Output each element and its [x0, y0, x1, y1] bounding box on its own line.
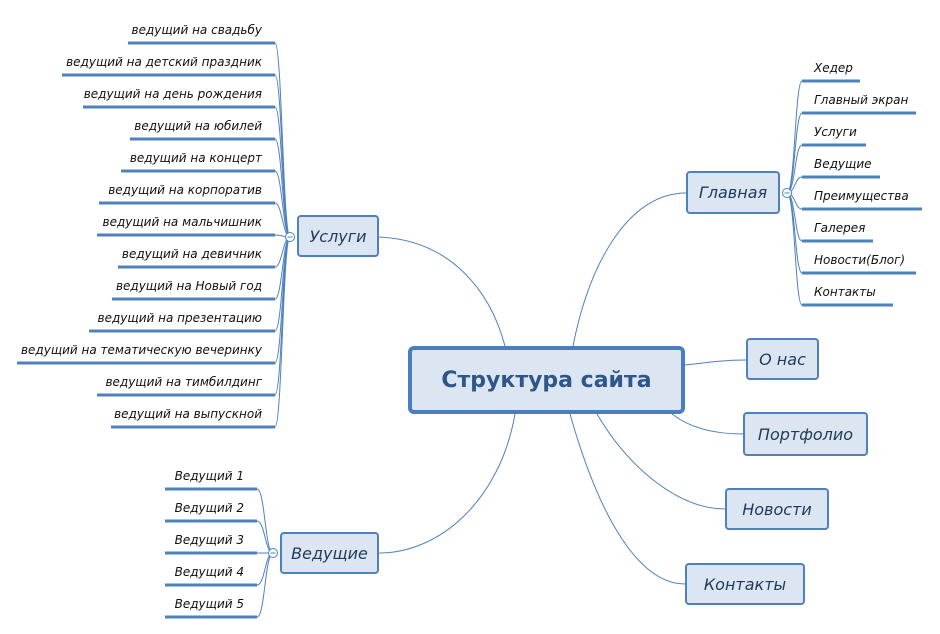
leaf-item[interactable]: ведущий на свадьбу — [131, 23, 262, 37]
leaf-connector — [274, 236, 291, 428]
node-uslugi[interactable]: Услуги — [297, 215, 379, 257]
leaf-connector — [256, 488, 274, 554]
leaf-connector — [256, 520, 274, 554]
leaf-item[interactable]: Ведущие — [814, 157, 872, 171]
leaf-item[interactable]: ведущий на корпоратив — [108, 183, 262, 197]
leaf-item[interactable]: ведущий на тематическую вечеринку — [20, 343, 262, 357]
leaf-item[interactable]: ведущий на мальчишник — [102, 215, 263, 229]
node-portfolio[interactable]: Портфолио — [743, 412, 868, 456]
leaf-connector — [274, 236, 291, 396]
branch-kontakty — [569, 413, 686, 585]
node-kontakty[interactable]: Контакты — [685, 563, 805, 605]
node-glavnaya[interactable]: Главная — [686, 171, 780, 214]
leaf-item[interactable]: Хедер — [814, 61, 853, 75]
leaf-connector — [786, 112, 803, 194]
leaf-item[interactable]: Главный экран — [814, 93, 909, 107]
leaf-item[interactable]: Ведущий 2 — [174, 501, 244, 515]
leaf-item[interactable]: Контакты — [814, 285, 876, 299]
branch-vedushchie — [378, 413, 516, 554]
branch-novosti — [596, 413, 726, 510]
leaf-connector — [256, 552, 274, 618]
leaf-item[interactable]: ведущий на тимбилдинг — [105, 375, 262, 389]
leaf-item[interactable]: ведущий на Новый год — [115, 279, 262, 293]
leaf-item[interactable]: Ведущий 1 — [174, 469, 244, 483]
leaf-item[interactable]: Преимущества — [814, 189, 909, 203]
leaf-item[interactable]: Галерея — [814, 221, 866, 235]
node-o-nas[interactable]: О нас — [746, 338, 819, 380]
leaf-item[interactable]: ведущий на выпускной — [114, 407, 262, 421]
root-node[interactable]: Структура сайта — [408, 346, 685, 414]
leaf-connector — [786, 192, 803, 274]
branch-uslugi — [378, 236, 506, 347]
node-vedushchie[interactable]: Ведущие — [280, 532, 379, 574]
leaf-connector — [274, 74, 291, 238]
node-novosti[interactable]: Новости — [725, 488, 829, 530]
leaf-item[interactable]: ведущий на юбилей — [134, 119, 262, 133]
leaf-item[interactable]: Ведущий 5 — [174, 597, 244, 611]
leaf-item[interactable]: ведущий на день рождения — [83, 87, 262, 101]
leaf-item[interactable]: ведущий на девичник — [121, 247, 262, 261]
leaf-connector — [256, 552, 274, 586]
leaf-connector — [274, 236, 291, 364]
leaf-item[interactable]: Ведущий 4 — [174, 565, 244, 579]
leaf-item[interactable]: ведущий на презентацию — [97, 311, 262, 325]
branch-o-nas — [684, 359, 747, 366]
leaf-connector — [786, 80, 803, 194]
leaf-item[interactable]: ведущий на концерт — [129, 151, 262, 165]
leaf-connector — [786, 192, 803, 306]
leaf-item[interactable]: ведущий на детский праздник — [66, 55, 262, 69]
branch-glavnaya — [572, 192, 687, 347]
leaf-item[interactable]: Ведущий 3 — [174, 533, 244, 547]
leaf-connector — [274, 106, 291, 238]
leaf-item[interactable]: Услуги — [814, 125, 857, 139]
branch-portfolio — [671, 413, 744, 435]
leaf-item[interactable]: Новости(Блог) — [814, 253, 906, 267]
